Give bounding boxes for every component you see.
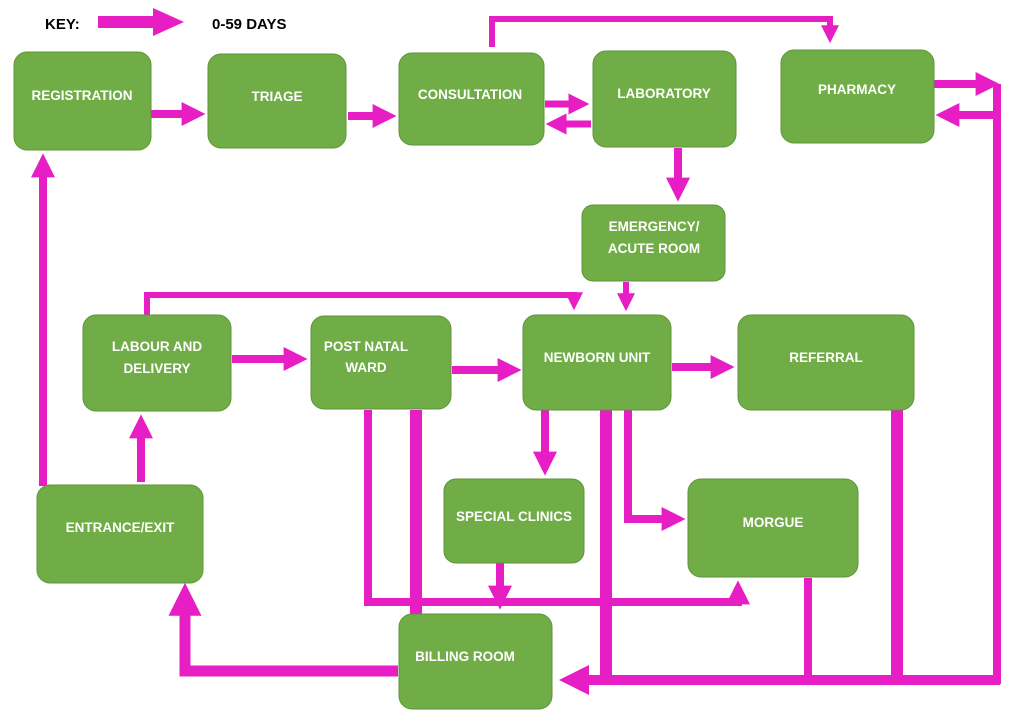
node-postnatal-label-line1: POST NATAL bbox=[324, 339, 408, 354]
arrow-billing-to-entrance bbox=[168, 582, 398, 677]
node-post-natal-ward: POST NATAL WARD bbox=[310, 315, 452, 410]
node-emergency-label-line2: ACUTE ROOM bbox=[608, 241, 700, 256]
node-pharmacy: PHARMACY bbox=[780, 49, 935, 144]
node-laboratory: LABORATORY bbox=[592, 50, 737, 148]
node-pharmacy-label: PHARMACY bbox=[818, 82, 896, 97]
arrow-newborn-to-morgue bbox=[624, 410, 686, 531]
node-special-clinics-label: SPECIAL CLINICS bbox=[456, 509, 572, 524]
key-legend-text: 0-59 DAYS bbox=[212, 16, 287, 33]
node-triage: TRIAGE bbox=[207, 53, 347, 149]
node-registration-label: REGISTRATION bbox=[32, 88, 133, 103]
node-billing-label: BILLING ROOM bbox=[415, 649, 515, 664]
node-entrance-label: ENTRANCE/EXIT bbox=[66, 520, 176, 535]
node-special-clinics: SPECIAL CLINICS bbox=[443, 478, 585, 564]
arrow-labour-to-newborn bbox=[144, 292, 583, 316]
node-newborn-label: NEWBORN UNIT bbox=[544, 350, 651, 365]
node-morgue-label: MORGUE bbox=[743, 515, 804, 530]
node-referral: REFERRAL bbox=[737, 314, 915, 411]
key-arrow bbox=[98, 8, 184, 36]
node-laboratory-label: LABORATORY bbox=[617, 86, 711, 101]
node-triage-label: TRIAGE bbox=[251, 89, 302, 104]
node-morgue: MORGUE bbox=[687, 478, 859, 578]
arrow-postnatal-to-morgue bbox=[364, 410, 750, 606]
arrow-consultation-to-pharmacy bbox=[489, 16, 839, 47]
node-labour-and-delivery: LABOUR AND DELIVERY bbox=[82, 314, 232, 412]
node-emergency-label-line1: EMERGENCY/ bbox=[609, 219, 700, 234]
node-postnatal-label-line2: WARD bbox=[345, 360, 386, 375]
node-consultation-label: CONSULTATION bbox=[418, 87, 522, 102]
node-consultation: CONSULTATION bbox=[398, 52, 545, 146]
node-registration: REGISTRATION bbox=[13, 51, 152, 151]
node-billing-room: BILLING ROOM bbox=[398, 613, 553, 710]
node-emergency-acute-room: EMERGENCY/ ACUTE ROOM bbox=[581, 204, 726, 282]
node-labour-label-line2: DELIVERY bbox=[123, 361, 190, 376]
node-referral-label: REFERRAL bbox=[789, 350, 863, 365]
key-label: KEY: bbox=[45, 16, 80, 33]
node-entrance-exit: ENTRANCE/EXIT bbox=[36, 484, 204, 584]
node-newborn-unit: NEWBORN UNIT bbox=[522, 314, 672, 411]
node-labour-label-line1: LABOUR AND bbox=[112, 339, 202, 354]
